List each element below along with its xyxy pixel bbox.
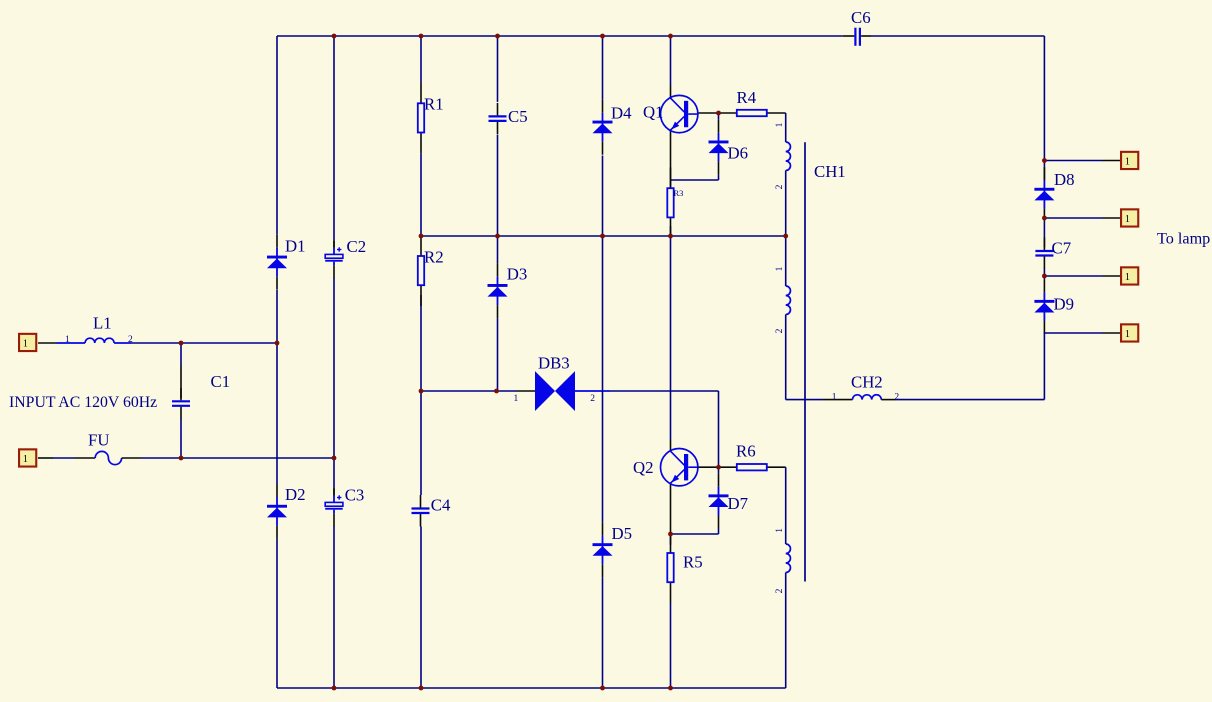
svg-text:1: 1 (23, 338, 28, 349)
svg-text:To lamp: To lamp (1157, 230, 1210, 248)
svg-text:D2: D2 (285, 485, 306, 504)
svg-text:R5: R5 (683, 553, 703, 572)
svg-text:R3: R3 (674, 188, 684, 198)
svg-text:Q2: Q2 (633, 458, 654, 477)
svg-text:C3: C3 (345, 486, 365, 505)
svg-text:1: 1 (65, 335, 70, 345)
svg-text:C7: C7 (1052, 239, 1072, 258)
svg-text:1: 1 (514, 394, 519, 404)
svg-text:2: 2 (775, 328, 785, 333)
svg-text:INPUT AC 120V 60Hz: INPUT AC 120V 60Hz (9, 394, 157, 411)
svg-text:D6: D6 (728, 143, 749, 162)
svg-text:1: 1 (1125, 214, 1130, 225)
svg-text:D3: D3 (507, 265, 528, 284)
svg-text:FU: FU (88, 431, 109, 450)
svg-text:D4: D4 (611, 104, 632, 123)
svg-text:D8: D8 (1054, 170, 1075, 189)
svg-text:2: 2 (590, 394, 595, 404)
svg-text:R6: R6 (736, 442, 756, 461)
svg-text:R4: R4 (737, 88, 757, 107)
svg-text:2: 2 (128, 335, 133, 345)
svg-text:1: 1 (1125, 272, 1130, 283)
svg-text:1: 1 (1125, 156, 1130, 167)
svg-text:2: 2 (894, 392, 899, 402)
svg-text:2: 2 (775, 184, 785, 189)
svg-text:1: 1 (1125, 329, 1130, 340)
svg-text:C6: C6 (851, 8, 871, 27)
svg-text:C4: C4 (431, 495, 451, 514)
svg-text:L1: L1 (93, 314, 112, 333)
svg-text:R2: R2 (424, 248, 444, 267)
svg-text:D9: D9 (1054, 295, 1075, 314)
svg-text:C5: C5 (508, 107, 528, 126)
svg-text:1: 1 (832, 392, 837, 402)
svg-text:CH1: CH1 (814, 162, 846, 181)
svg-text:R1: R1 (424, 95, 444, 114)
svg-text:C1: C1 (211, 372, 231, 391)
svg-text:CH2: CH2 (851, 373, 883, 392)
svg-text:D5: D5 (612, 524, 633, 543)
svg-text:1: 1 (775, 122, 785, 127)
svg-text:D7: D7 (728, 494, 749, 513)
svg-text:1: 1 (775, 528, 785, 533)
svg-text:DB3: DB3 (538, 354, 570, 373)
svg-text:C2: C2 (347, 237, 367, 256)
svg-text:2: 2 (775, 588, 785, 593)
svg-text:1: 1 (23, 454, 28, 465)
svg-text:D1: D1 (285, 237, 306, 256)
svg-text:Q1: Q1 (643, 102, 664, 121)
svg-text:1: 1 (775, 266, 785, 271)
